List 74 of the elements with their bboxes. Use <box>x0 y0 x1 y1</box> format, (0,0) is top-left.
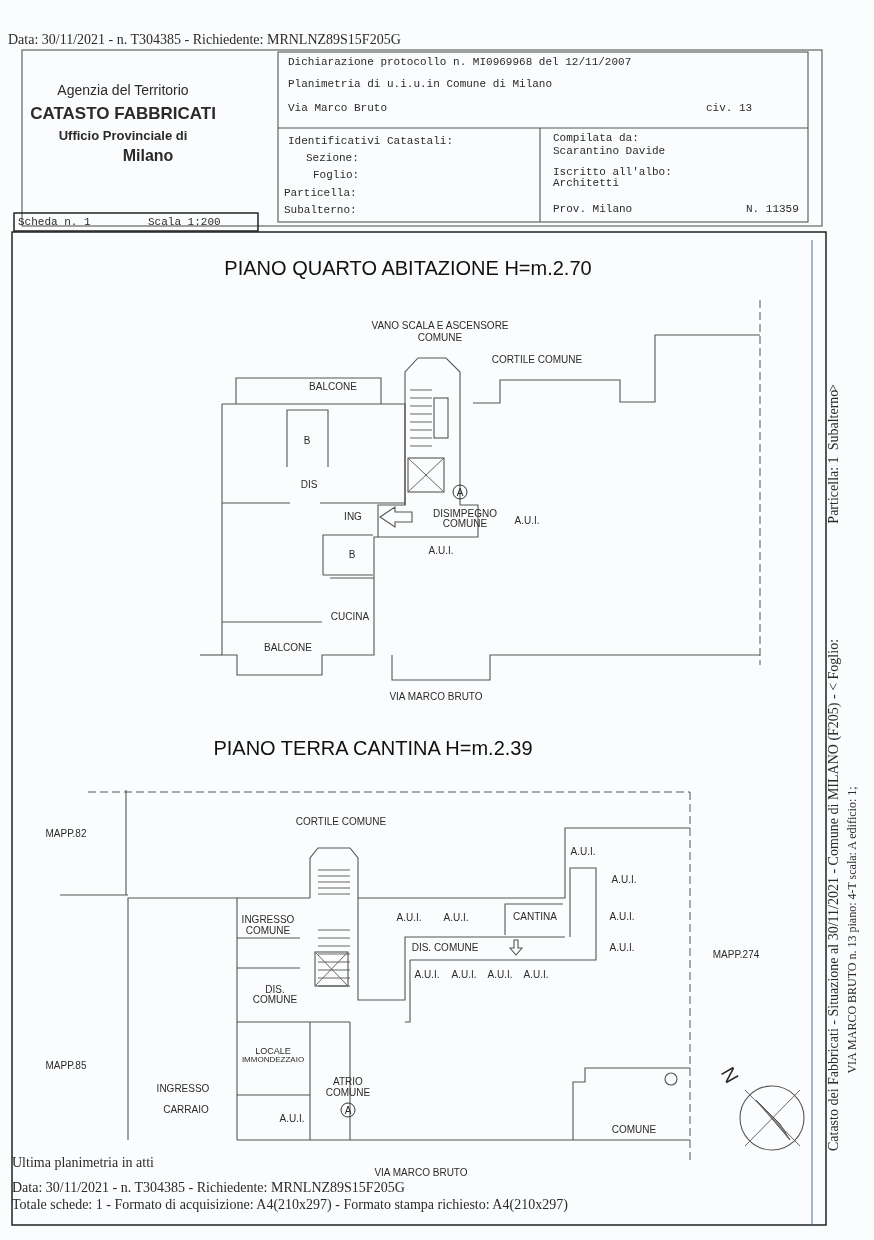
room-label: DISIMPEGNO <box>433 509 497 519</box>
room-label: A.U.I. <box>609 912 635 922</box>
header-text: Data: 30/11/2021 - n. T304385 - Richiedente: MRNLNZ89S15F205G <box>8 33 401 47</box>
room-label: COMUNE <box>252 995 298 1005</box>
room-label: A.U.I. <box>396 913 422 923</box>
room-label: BALCONE <box>264 643 312 653</box>
room-label: INGRESSO <box>156 1084 210 1094</box>
room-label: VANO SCALA E ASCENSORE <box>371 321 509 331</box>
header-text: Planimetria di u.i.u.in Comune di Milano <box>288 78 553 90</box>
header-text: Milano <box>122 148 174 164</box>
room-label: INGRESSO <box>241 915 295 925</box>
room-label: A.U.I. <box>609 943 635 953</box>
room-label: DIS. COMUNE <box>411 943 479 953</box>
header-text: Scala 1:200 <box>148 216 221 228</box>
room-label: DIS. <box>265 985 285 995</box>
room-label: CUCINA <box>330 612 370 622</box>
room-label: CORTILE COMUNE <box>295 817 387 827</box>
header-text: Compilata da: <box>553 132 639 144</box>
header-text: Prov. Milano <box>553 203 633 215</box>
header-text: Scheda n. 1 <box>18 216 91 228</box>
side-text: > <box>827 384 841 392</box>
header-text: Foglio: <box>313 169 360 181</box>
north-letter: N <box>717 1063 743 1087</box>
room-label: VIA MARCO BRUTO <box>374 1168 468 1178</box>
header-text: Iscritto all'albo: <box>553 166 672 178</box>
room-label: MAPP.85 <box>45 1061 87 1071</box>
side-text: Particella: 1 <box>827 456 841 524</box>
floor-title: PIANO TERRA CANTINA H=m.2.39 <box>213 738 533 758</box>
header-text: Subalterno: <box>284 204 357 216</box>
header-text: Particella: <box>284 187 357 199</box>
room-label: A.U.I. <box>523 970 549 980</box>
room-label: COMUNE <box>325 1088 371 1098</box>
header-text: Identificativi Catastali: <box>288 135 454 147</box>
room-label: COMUNE <box>417 333 463 343</box>
room-label: A.U.I. <box>428 546 454 556</box>
floor-title: PIANO QUARTO ABITAZIONE H=m.2.70 <box>224 258 592 278</box>
header-text: CATASTO FABBRICATI <box>30 104 216 122</box>
room-label: MAPP.274 <box>712 950 760 960</box>
room-label: COMUNE <box>442 519 488 529</box>
side-text: VIA MARCO BRUTO n. 13 piano: 4-T scala: A edificio: 1; <box>846 786 858 1074</box>
room-label: A.U.I. <box>451 970 477 980</box>
room-label: A.U.I. <box>443 913 469 923</box>
room-label: A.U.I. <box>487 970 513 980</box>
room-label: A.U.I. <box>570 847 596 857</box>
room-label: DIS <box>300 480 318 490</box>
room-label: CORTILE COMUNE <box>491 355 583 365</box>
header-text: Ufficio Provinciale di <box>58 128 188 142</box>
side-text: Subalterno <box>827 389 841 451</box>
room-label: COMUNE <box>611 1125 657 1135</box>
header-text: Agenzia del Territorio <box>57 83 189 97</box>
room-label: MAPP.82 <box>45 829 87 839</box>
room-label: A.U.I. <box>414 970 440 980</box>
room-label: A.U.I. <box>611 875 637 885</box>
header-text: N. 11359 <box>746 203 799 215</box>
room-label: BALCONE <box>309 382 357 392</box>
header-text: Sezione: <box>306 152 359 164</box>
room-label: COMUNE <box>245 926 291 936</box>
room-label: B <box>303 436 311 446</box>
room-label: IMMONDEZZAIO <box>241 1056 305 1064</box>
side-text: Catasto dei Fabbricati - Situazione al 30/11/2021 - Comune di MILANO (F205) - < Foglio: <box>827 638 841 1152</box>
room-label: ING <box>344 512 362 522</box>
room-label: ATRIO <box>333 1077 363 1087</box>
header-text: Via Marco Bruto <box>288 102 388 114</box>
room-label: A.U.I. <box>279 1114 305 1124</box>
header-text: Architetti <box>553 177 619 189</box>
room-label: CARRAIO <box>163 1105 209 1115</box>
room-label: CANTINA <box>513 912 557 922</box>
room-label: B <box>348 550 356 560</box>
header-text: Scarantino Davide <box>553 145 666 157</box>
room-label: VIA MARCO BRUTO <box>389 692 483 702</box>
header-text: Dichiarazione protocollo n. MI0969968 del 12/11/2007 <box>288 56 632 68</box>
room-label: LOCALE <box>255 1046 291 1056</box>
header-text: civ. 13 <box>706 102 753 114</box>
room-label: A.U.I. <box>514 516 540 526</box>
